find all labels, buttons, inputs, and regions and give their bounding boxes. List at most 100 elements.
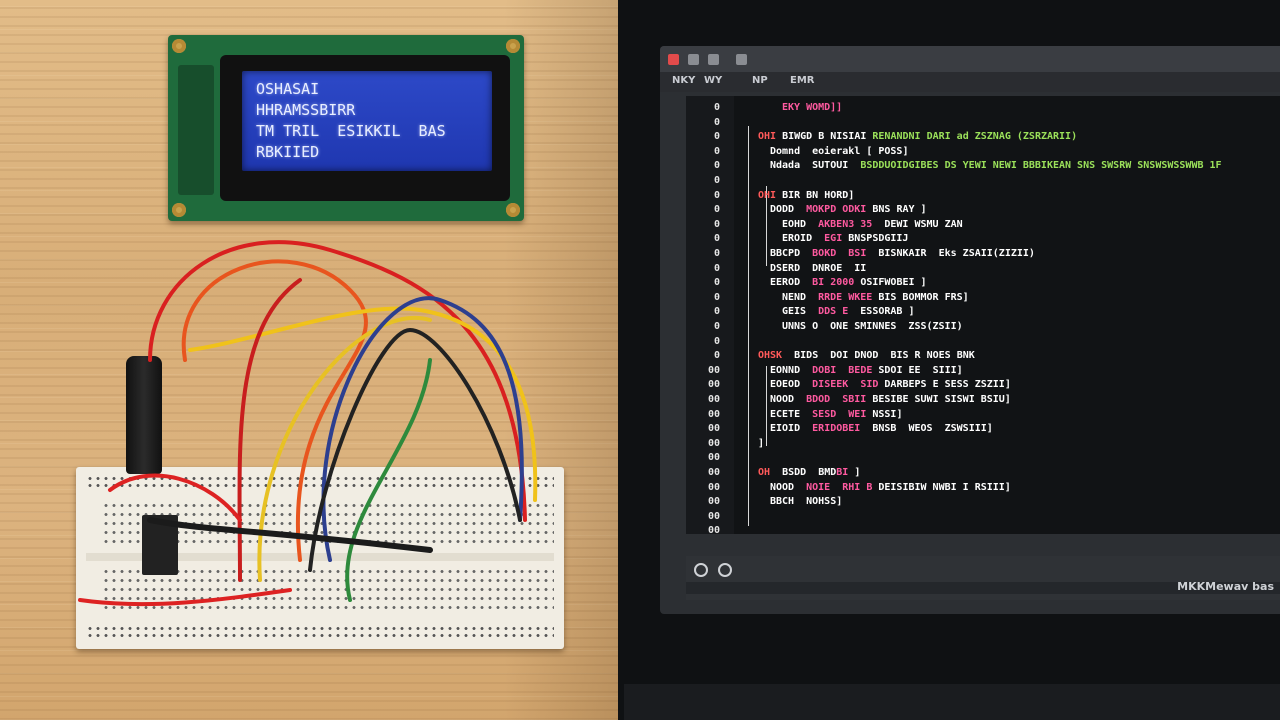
wire-red	[108, 473, 242, 522]
lcd-line: HHRAMSSBIRR	[256, 101, 356, 119]
line-number: 00	[707, 364, 720, 376]
code-line: EROID EGI BNSPSDGIIJ	[782, 233, 909, 245]
line-number: 00	[707, 452, 720, 464]
toolbar-icon[interactable]	[708, 54, 719, 65]
line-number: 0	[713, 277, 720, 289]
status-bar	[686, 582, 1280, 594]
line-number: 0	[713, 145, 720, 157]
wire-black	[308, 327, 522, 572]
lcd-line: OSHASAI	[256, 80, 320, 98]
minimize-icon[interactable]	[688, 54, 699, 65]
line-number: 00	[707, 496, 720, 508]
breadboard-grid	[102, 567, 554, 615]
indent-guide	[766, 186, 767, 266]
status-text: MKKMewav bas	[1177, 580, 1274, 593]
line-number: 0	[713, 248, 720, 259]
breadboard-channel	[86, 553, 554, 561]
line-number: 00	[707, 408, 720, 420]
line-number: 0	[713, 160, 720, 172]
code-line: EEROD BI 2000 OSIFWOBEI ]	[770, 277, 927, 289]
lcd-frame: OSHASAI HHRAMSSBIRR TM TRIL ESIKKIL BAS RBK…	[220, 55, 510, 201]
code-line: BBCH NOHSS]	[770, 496, 843, 508]
line-number: 0	[713, 131, 720, 143]
mounting-hole	[172, 39, 186, 53]
wire-orange	[181, 259, 368, 562]
lcd-line: RBKIIED	[256, 143, 320, 161]
breadboard	[76, 467, 564, 649]
code-line: EONND DOBI BEDE SDOI EE SIII]	[770, 364, 963, 376]
code-line: NOOD NOIE RHI B DEISIBIW NWBI I RSIII]	[770, 481, 1011, 493]
wire-red	[78, 588, 292, 607]
power-rail	[86, 475, 554, 489]
code-line: EKY WOMD]]	[782, 102, 843, 113]
code-line: GEIS DDS E ESSORAB ]	[782, 306, 915, 318]
code-line: BBCPD BOKD BSI BISNKAIR Eks ZSAII(ZIZII)	[770, 248, 1035, 259]
indent-guide	[766, 366, 767, 446]
lcd-pcb-strip	[178, 65, 214, 195]
status-icons	[694, 562, 742, 581]
settings-icon[interactable]	[718, 563, 732, 577]
line-number: 00	[707, 394, 720, 405]
code-line: ECETE SESD WEI NSSI]	[770, 408, 903, 420]
power-rail	[86, 625, 554, 639]
mounting-hole	[506, 203, 520, 217]
wire-red	[148, 240, 527, 522]
line-number: 00	[707, 481, 720, 493]
code-line: EIOID ERIDOBEI BNSB WEOS ZSWSIII]	[770, 423, 993, 435]
code-line: OHI BIWGD B NISIAI RENANDNI DARI ad ZSZN…	[758, 131, 1078, 143]
wire-black	[147, 517, 433, 553]
code-line: DODD MOKPD ODKI BNS RAY ]	[770, 204, 927, 216]
line-number: 0	[713, 262, 720, 274]
code-line: Domnd eoierakl [ POSS]	[770, 145, 909, 157]
code-line: EOEOD DISEEK SID DARBEPS E SESS ZSZII]	[770, 379, 1011, 391]
close-icon[interactable]	[668, 54, 679, 65]
wire-yellow	[188, 306, 538, 502]
menu-item[interactable]: NP	[752, 75, 768, 86]
line-number: 0	[713, 204, 720, 216]
code-line: NEND RRDE WKEE BIS BOMMOR FRS]	[782, 291, 969, 303]
lcd-module-board: OSHASAI HHRAMSSBIRR TM TRIL ESIKKIL BAS RBK…	[168, 35, 524, 221]
mounting-hole	[172, 203, 186, 217]
toolbar-icon[interactable]	[736, 54, 747, 65]
wire-yellow	[257, 316, 432, 582]
menu-item[interactable]: NKY	[672, 75, 696, 86]
lcd-screen: OSHASAI HHRAMSSBIRR TM TRIL ESIKKIL BAS RBK…	[242, 71, 492, 171]
menu-item[interactable]: WY	[704, 75, 723, 86]
line-number: 00	[707, 510, 720, 522]
jumper-wires	[78, 240, 538, 607]
code-line: ]	[758, 437, 765, 449]
menu-item[interactable]: EMR	[790, 75, 815, 86]
line-number: 0	[713, 116, 720, 128]
wire-blue	[321, 296, 524, 562]
line-number: 00	[707, 525, 720, 537]
line-number: 0	[713, 102, 720, 113]
code-line: EOHD AKBEN3 35 DEWI WSMU ZAN	[782, 218, 963, 230]
line-number: 0	[713, 189, 720, 201]
code-line: OH BSDD BMDBI ]	[758, 467, 861, 478]
mounting-hole	[506, 39, 520, 53]
run-icon[interactable]	[694, 563, 708, 577]
code-line: OHSK BIDS DOI DNOD BIS R NOES BNK	[758, 350, 975, 362]
line-number: 0	[713, 233, 720, 245]
line-number: 0	[713, 291, 720, 303]
line-number: 00	[707, 437, 720, 449]
line-number: 00	[707, 379, 720, 391]
line-number: 00	[707, 423, 720, 435]
indent-guide	[748, 126, 749, 526]
monitor-bezel	[624, 684, 1280, 720]
line-number: 0	[713, 175, 720, 186]
line-number: 0	[713, 350, 720, 362]
code-line: OHI BIR BN HORD]	[758, 189, 855, 201]
wire-green	[345, 358, 432, 602]
menu-bar: NKY WY NP EMR	[660, 72, 1280, 92]
lcd-line: TM TRIL ESIKKIL BAS	[256, 122, 446, 140]
status-area: MKKMewav bas	[686, 556, 1280, 600]
code-line: Ndada SUTOUI BSDDUOIDGIBES DS YEWI NEWI …	[770, 160, 1222, 172]
line-number: 00	[707, 467, 720, 478]
line-number: 0	[713, 218, 720, 230]
dc-power-jack	[126, 356, 162, 474]
